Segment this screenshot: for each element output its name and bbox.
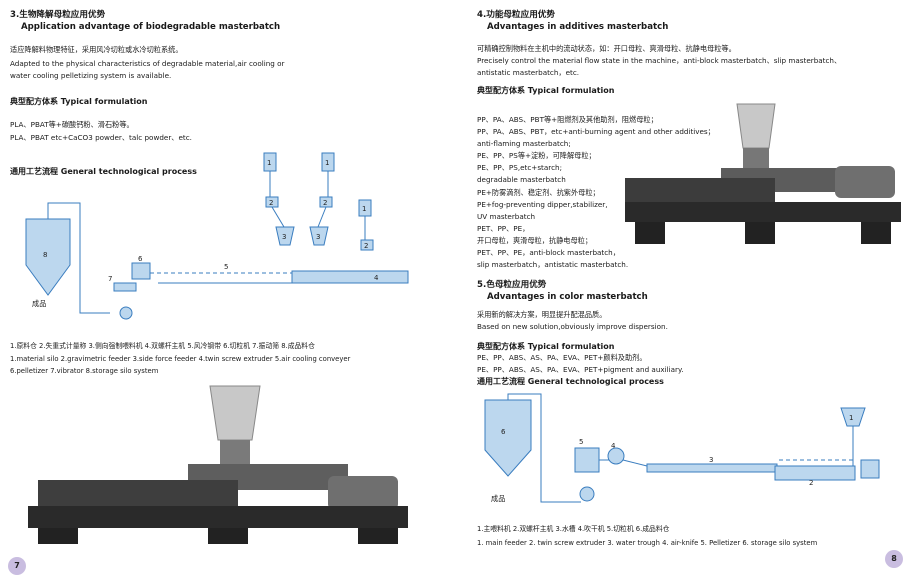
label-2: 2 [809, 479, 813, 487]
formula-line-3: PE、PP、PS等+淀粉，可降解母粒； [477, 151, 596, 160]
legend-cn: 1.原料仓 2.失重式计量称 3.侧向强制喂料机 4.双螺杆主机 5.风冷钢带 … [10, 342, 315, 350]
legend-en-right: 1. main feeder 2. twin screw extruder 3.… [477, 539, 818, 547]
formula-line-5: degradable masterbatch [477, 175, 566, 184]
pelletizer [131, 262, 151, 280]
left-page: 3.生物降解母粒应用优势 Application advantage of bi… [0, 0, 455, 588]
sec3-desc-en-2: water cooling pelletizing system is avai… [10, 71, 172, 80]
formula-line-8: UV masterbatch [477, 212, 536, 221]
sec4-desc-en-1: Precisely control the material flow stat… [477, 56, 842, 65]
formula-line-2: PLA、PBAT etc+CaCO3 powder、talc powder、et… [10, 133, 192, 142]
label-5: 5 [224, 263, 228, 271]
legend-en-1: 1.material silo 2.gravimetric feeder 3.s… [10, 355, 351, 363]
sec4-desc-en-2: antistatic masterbatch，etc. [477, 68, 580, 77]
sec4-desc-cn: 可精确控制物料在主机中的流动状态，如：开口母粒、爽滑母粒、抗静电母粒等。 [477, 44, 736, 53]
formula-title-5: 典型配方体系 Typical formulation [477, 342, 615, 351]
formula-line-4: PE、PP、PS,etc+starch; [477, 163, 563, 172]
sec5-title-en: Advantages in color masterbatch [487, 292, 648, 302]
vibrator [113, 282, 137, 292]
label-7: 7 [108, 275, 112, 283]
label-4: 4 [611, 442, 616, 450]
label-3a: 3 [282, 233, 286, 241]
label-1a: 1 [267, 159, 271, 167]
label-3b: 3 [316, 233, 320, 241]
formula-line-2: anti-flaming masterbatch; [477, 139, 571, 148]
page-number-left: 7 [8, 557, 26, 575]
sec4-title-en: Advantages in additives masterbatch [487, 22, 669, 32]
legend-en-2: 6.pelletizer 7.vibrator 8.storage silo s… [10, 367, 159, 375]
twin-screw-extruder-photo-left [28, 385, 408, 544]
legend-cn-right: 1.主喂料机 2.双螺杆主机 3.水槽 4.吹干机 5.切粒机 6.成品料仓 [477, 525, 670, 533]
sec3-title-en: Application advantage of biodegradable m… [21, 22, 281, 32]
sec5-title-cn: 5.色母粒应用优势 [477, 280, 547, 290]
gravimetric-feeder-3 [360, 239, 374, 251]
sec3-desc-en-1: Adapted to the physical characteristics … [10, 59, 285, 68]
formula-line-1: PLA、PBAT等+碳酸钙粉、滑石粉等。 [10, 120, 134, 129]
sec4-title-cn: 4.功能母粒应用优势 [477, 10, 555, 20]
formula-line-0: PP、PA、ABS、PBT等+阻燃剂及其他助剂，阻燃母粒； [477, 115, 658, 124]
label-4: 4 [374, 274, 379, 282]
formula-line-12: slip masterbatch，antistatic masterbatch. [477, 260, 629, 269]
twin-screw-extruder [774, 465, 856, 481]
sec5-desc-cn: 采用新的解决方案，明显提升配混品质。 [477, 310, 607, 319]
twin-screw-extruder [291, 270, 409, 284]
twin-screw-extruder-photo-right [625, 103, 901, 244]
process-diagram-right: 6 5 4 3 2 1 [484, 393, 880, 503]
label-5: 5 [579, 438, 583, 446]
right-page: 4.功能母粒应用优势 Advantages in additives maste… [455, 0, 911, 588]
label-2a: 2 [269, 199, 273, 207]
formula2-line-2: PE、PP、ABS、AS、PA、EVA、PET+pigment and auxi… [477, 365, 684, 374]
pelletizer [574, 447, 600, 473]
label-2b: 2 [323, 199, 327, 207]
label-2c: 2 [364, 242, 368, 250]
formula-line-7: PE+fog-preventing dipper,stabilizer, [477, 200, 608, 209]
sec3-desc-cn: 适应降解料物理特征，采用风冷切粒或水冷切粒系统。 [10, 45, 183, 54]
storage-silo [484, 399, 532, 477]
diagram-product-label-right: 成品 [491, 494, 506, 503]
label-3: 3 [709, 456, 713, 464]
process-title: 通用工艺流程 General technological process [10, 167, 197, 176]
formula-line-6: PE+防雾滴剂、稳定剂、抗紫外母粒； [477, 188, 600, 197]
formula-title: 典型配方体系 Typical formulation [10, 97, 148, 106]
label-6: 6 [501, 428, 506, 436]
water-trough [646, 463, 778, 473]
formula2-line-1: PE、PP、ABS、AS、PA、EVA、PET+颜料及助剂。 [477, 353, 647, 362]
label-8: 8 [43, 251, 47, 259]
air-knife [607, 447, 625, 465]
formula-line-10: 开口母粒，爽滑母粒，抗静电母粒； [477, 236, 593, 245]
sec3-title-cn: 3.生物降解母粒应用优势 [10, 10, 106, 20]
side-feeder-1 [275, 226, 295, 246]
sec5-desc-en: Based on new solution,obviously improve … [477, 322, 668, 331]
main-feeder [840, 407, 866, 427]
label-1: 1 [849, 414, 853, 422]
label-1b: 1 [325, 159, 329, 167]
storage-silo [25, 218, 71, 296]
side-feeder-2 [309, 226, 329, 246]
formula-title-4: 典型配方体系 Typical formulation [477, 86, 615, 95]
diagram-product-label: 成品 [32, 299, 47, 308]
formula-line-11: PET、PP、PE，anti-block masterbatch， [477, 248, 620, 257]
process-diagram-left: 8 1 1 1 2 2 2 3 3 4 5 6 7 [25, 152, 409, 320]
label-6: 6 [138, 255, 143, 263]
formula-line-1: PP、PA、ABS、PBT，etc+anti-burning agent and… [477, 127, 715, 136]
process-title-right: 通用工艺流程 General technological process [477, 377, 664, 386]
label-1c: 1 [362, 205, 366, 213]
formula-line-9: PET、PP、PE， [477, 224, 530, 233]
page-number-right: 8 [885, 550, 903, 568]
